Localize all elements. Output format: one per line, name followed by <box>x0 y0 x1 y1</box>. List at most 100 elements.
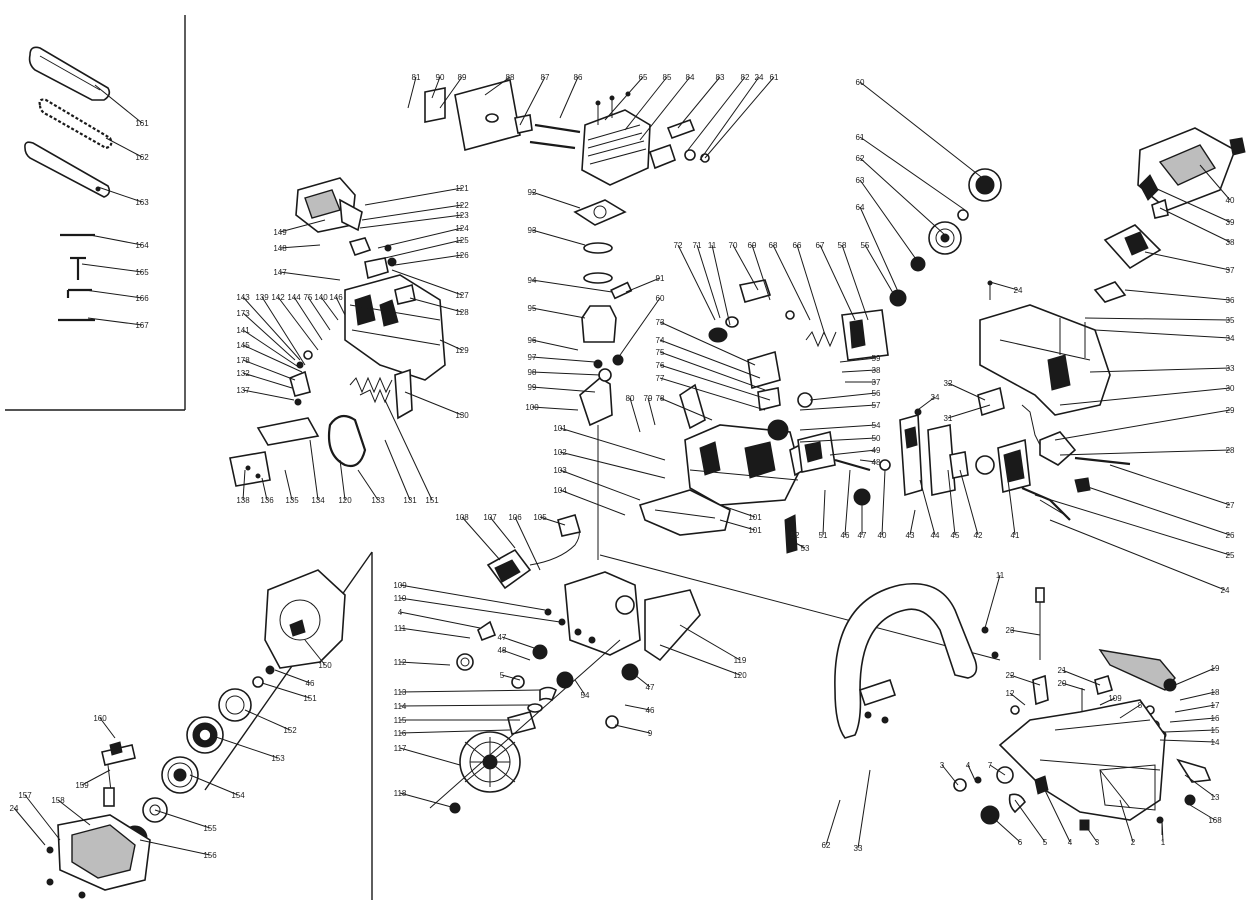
callout-number: 101 <box>748 526 762 535</box>
callout-number: 139 <box>255 293 269 302</box>
callout-c47: 47 <box>858 500 867 540</box>
callout-c142: 142 <box>271 293 319 351</box>
callout-leader-line <box>339 459 346 501</box>
callout-number: 54 <box>581 691 590 700</box>
callout-c45: 45 <box>947 469 960 540</box>
callout-number: 78 <box>656 394 665 403</box>
callout-number: 134 <box>311 496 325 505</box>
callout-number: 52 <box>791 531 800 540</box>
callout-c30: 30 <box>1059 384 1235 406</box>
callout-leader-line <box>634 674 651 688</box>
callout-number: 65 <box>639 73 648 82</box>
callout-c43: 43 <box>906 509 916 540</box>
callout-c91: 91 <box>625 274 665 293</box>
callout-leader-line <box>81 263 143 273</box>
callout-number: 43 <box>906 531 915 540</box>
callout-c137: 137 <box>236 386 295 401</box>
callout-number: 46 <box>841 531 850 540</box>
callout-leader-line <box>519 76 546 126</box>
callout-leader-line <box>357 469 379 501</box>
callout-number: 4 <box>398 608 403 617</box>
callout-number: 150 <box>318 661 332 670</box>
callout-leader-line <box>189 774 239 796</box>
oil-pump-lever <box>679 383 706 430</box>
callout-leader-line <box>57 799 91 826</box>
callout-number: 12 <box>1006 689 1015 698</box>
callout-number: 68 <box>769 241 778 250</box>
air-filter-base <box>949 451 995 479</box>
callout-number: 168 <box>1208 816 1222 825</box>
callout-number: 125 <box>455 236 469 245</box>
callout-number: 151 <box>425 496 439 505</box>
callout-leader-line <box>1009 692 1026 706</box>
callout-c34: 34 <box>914 393 940 413</box>
callout-number: 33 <box>1226 364 1235 373</box>
callout-leader-line <box>559 451 666 479</box>
callout-c128: 128 <box>409 297 469 317</box>
cylinder-base-gasket <box>573 199 627 226</box>
callout-leader-line <box>819 244 856 321</box>
callout-leader-line <box>501 674 521 681</box>
callout-number: 38 <box>1226 238 1235 247</box>
callout-number: 173 <box>236 309 250 318</box>
callout-c164: 164 <box>89 234 149 250</box>
callout-number: 54 <box>872 421 881 430</box>
cover-knob <box>1139 174 1169 219</box>
callout-number: 124 <box>455 224 469 233</box>
starter-rope <box>103 764 115 807</box>
callout-c54: 54 <box>799 421 881 431</box>
callout-number: 56 <box>872 389 881 398</box>
callout-c75b: 75 <box>656 348 766 391</box>
callout-c55: 55 <box>861 241 901 306</box>
callout-number: 53 <box>801 544 810 553</box>
callout-leader-line <box>304 639 326 666</box>
callout-number: 112 <box>394 658 407 667</box>
callout-number: 119 <box>734 656 747 665</box>
callout-number: 91 <box>656 274 665 283</box>
callout-number: 60 <box>856 78 865 87</box>
callout-number: 2 <box>1131 838 1136 847</box>
callout-c12: 12 <box>1006 689 1026 706</box>
callout-c113: 113 <box>394 688 541 697</box>
callout-leader-line <box>1174 667 1216 686</box>
callout-leader-line <box>279 244 321 249</box>
callout-c17: 17 <box>1174 701 1220 713</box>
callout-number: 135 <box>285 496 299 505</box>
handle-mount-bolts <box>981 626 999 659</box>
callout-leader-line <box>242 312 296 361</box>
callout-number: 24 <box>1014 286 1023 295</box>
callout-leader-line <box>531 386 596 393</box>
callout-c48b: 48 <box>498 646 531 661</box>
callout-leader-line <box>625 277 661 293</box>
callout-number: 20 <box>1058 679 1067 688</box>
starter-cover <box>46 814 151 899</box>
callout-number: 34 <box>931 393 940 402</box>
callout-leader-line <box>399 792 456 809</box>
callout-leader-line <box>919 479 936 536</box>
callout-leader-line <box>531 191 581 209</box>
callout-leader-line <box>1094 329 1231 339</box>
callout-number: 62 <box>856 154 865 163</box>
callout-leader-line <box>242 372 293 389</box>
callout-leader-line <box>559 469 641 501</box>
callout-number: 21 <box>1058 666 1067 675</box>
callout-number: 46 <box>646 706 655 715</box>
callout-leader-line <box>377 227 463 249</box>
callout-number: 164 <box>135 241 149 250</box>
fan-housing <box>264 569 346 669</box>
callout-c3b: 3 <box>1084 824 1100 847</box>
callout-c79: 79 <box>644 394 656 426</box>
callout-leader-line <box>789 539 806 549</box>
callout-c62b: 62 <box>822 799 841 850</box>
callout-number: 37 <box>872 378 881 387</box>
chain-catcher-plate <box>229 451 271 487</box>
callout-c110: 110 <box>394 594 561 623</box>
decal-plate <box>977 386 1005 417</box>
callout-number: 45 <box>951 531 960 540</box>
callout-c65: 65 <box>604 73 648 121</box>
callout-leader-line <box>751 244 771 301</box>
callout-number: 11 <box>708 241 717 250</box>
callout-number: 40 <box>1226 196 1235 205</box>
callout-c44: 44 <box>919 479 940 540</box>
brake-band-loop <box>327 414 367 468</box>
